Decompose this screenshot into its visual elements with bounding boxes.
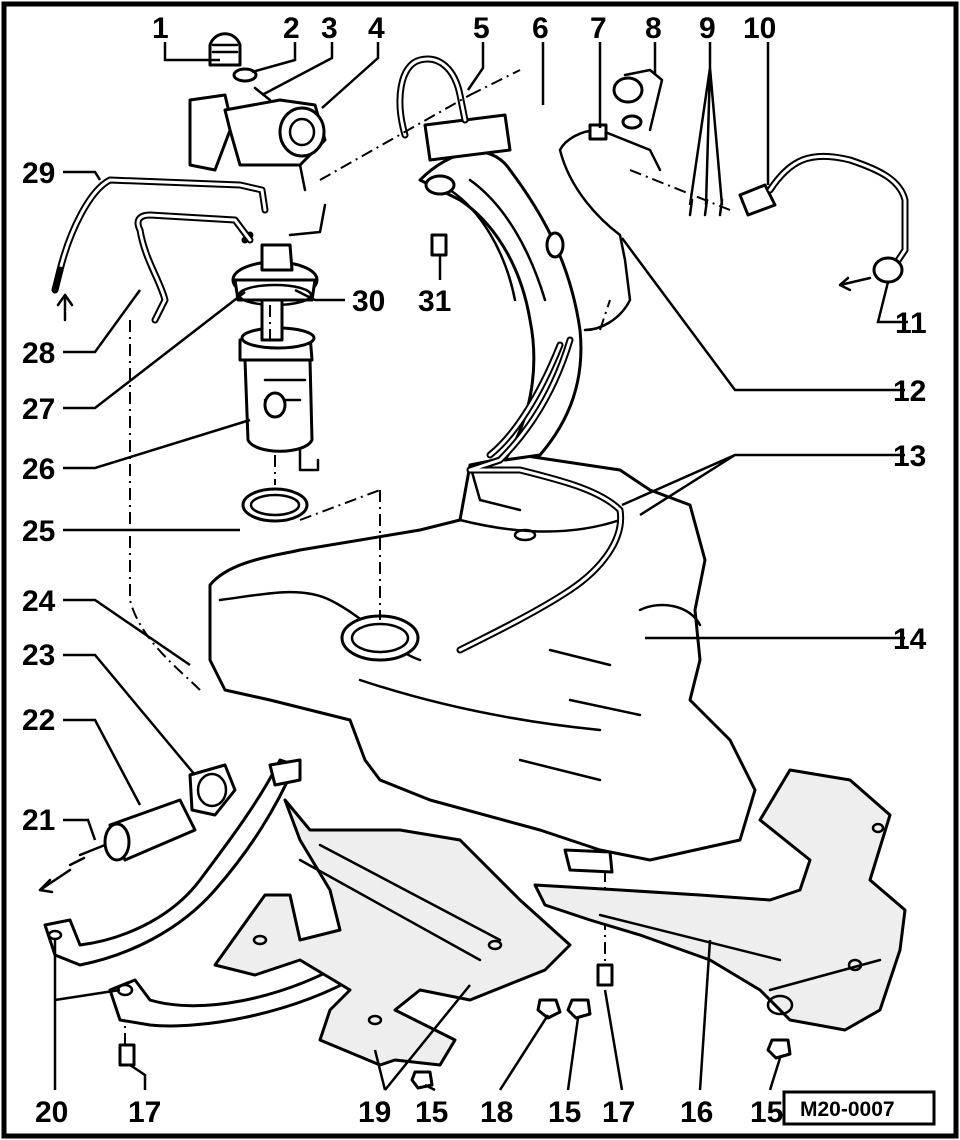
callout-27: 27 xyxy=(22,393,55,426)
callout-11: 11 xyxy=(895,307,927,340)
callout-23: 23 xyxy=(22,639,55,672)
callout-12: 12 xyxy=(893,375,926,408)
callout-30: 30 xyxy=(352,285,385,318)
reference-code-box: M20-0007 xyxy=(782,1090,936,1126)
callout-6: 6 xyxy=(532,12,549,45)
heat-shield-side xyxy=(533,768,907,1032)
callout-18: 18 xyxy=(480,1096,513,1129)
callout-16: 16 xyxy=(680,1096,713,1129)
heat-shield-rear xyxy=(213,798,572,1067)
tank-pump-opening xyxy=(340,614,420,662)
callout-25: 25 xyxy=(22,515,55,548)
gravity-valve xyxy=(188,86,327,192)
callout-9: 9 xyxy=(699,12,716,45)
leader-lines xyxy=(53,42,908,1092)
callout-22: 22 xyxy=(22,704,55,737)
fuel-pump xyxy=(238,298,320,472)
callout-labels: 1 2 3 4 5 6 7 8 9 10 11 12 13 14 16 15 1… xyxy=(22,12,927,1129)
fuel-filter xyxy=(38,798,197,894)
callout-13: 13 xyxy=(893,440,926,473)
callout-3: 3 xyxy=(321,12,338,45)
fuel-lines xyxy=(51,176,269,324)
callout-7: 7 xyxy=(590,12,607,45)
callout-28: 28 xyxy=(22,337,55,370)
breather-lines xyxy=(456,336,625,654)
callout-4: 4 xyxy=(368,12,385,45)
callout-26: 26 xyxy=(22,453,55,486)
callout-5: 5 xyxy=(473,12,490,45)
fasteners xyxy=(118,233,792,1090)
fuel-tank xyxy=(208,453,757,862)
callout-15-b: 15 xyxy=(548,1096,581,1129)
reference-code: M20-0007 xyxy=(800,1098,895,1121)
callout-20: 20 xyxy=(35,1096,68,1129)
breather-valve-hose xyxy=(558,68,909,332)
callout-1: 1 xyxy=(152,12,169,45)
callout-14: 14 xyxy=(893,623,927,656)
callout-19: 19 xyxy=(358,1096,391,1129)
seal-ring-2 xyxy=(232,67,258,83)
callout-31: 31 xyxy=(418,285,451,318)
callout-29: 29 xyxy=(22,157,55,190)
callout-2: 2 xyxy=(283,12,300,45)
filler-cap xyxy=(208,32,242,67)
vent-line xyxy=(396,55,469,139)
callout-10: 10 xyxy=(743,12,776,45)
callout-17-a: 17 xyxy=(128,1096,161,1129)
callout-15-c: 15 xyxy=(750,1096,783,1129)
fuel-pump-flange xyxy=(231,203,327,307)
callout-15-a: 15 xyxy=(415,1096,448,1129)
callout-17-b: 17 xyxy=(602,1096,635,1129)
filter-clamp xyxy=(188,763,237,817)
callout-8: 8 xyxy=(645,12,662,45)
callout-21: 21 xyxy=(22,804,55,837)
seal-ring-25 xyxy=(241,487,309,523)
callout-24: 24 xyxy=(22,585,56,618)
